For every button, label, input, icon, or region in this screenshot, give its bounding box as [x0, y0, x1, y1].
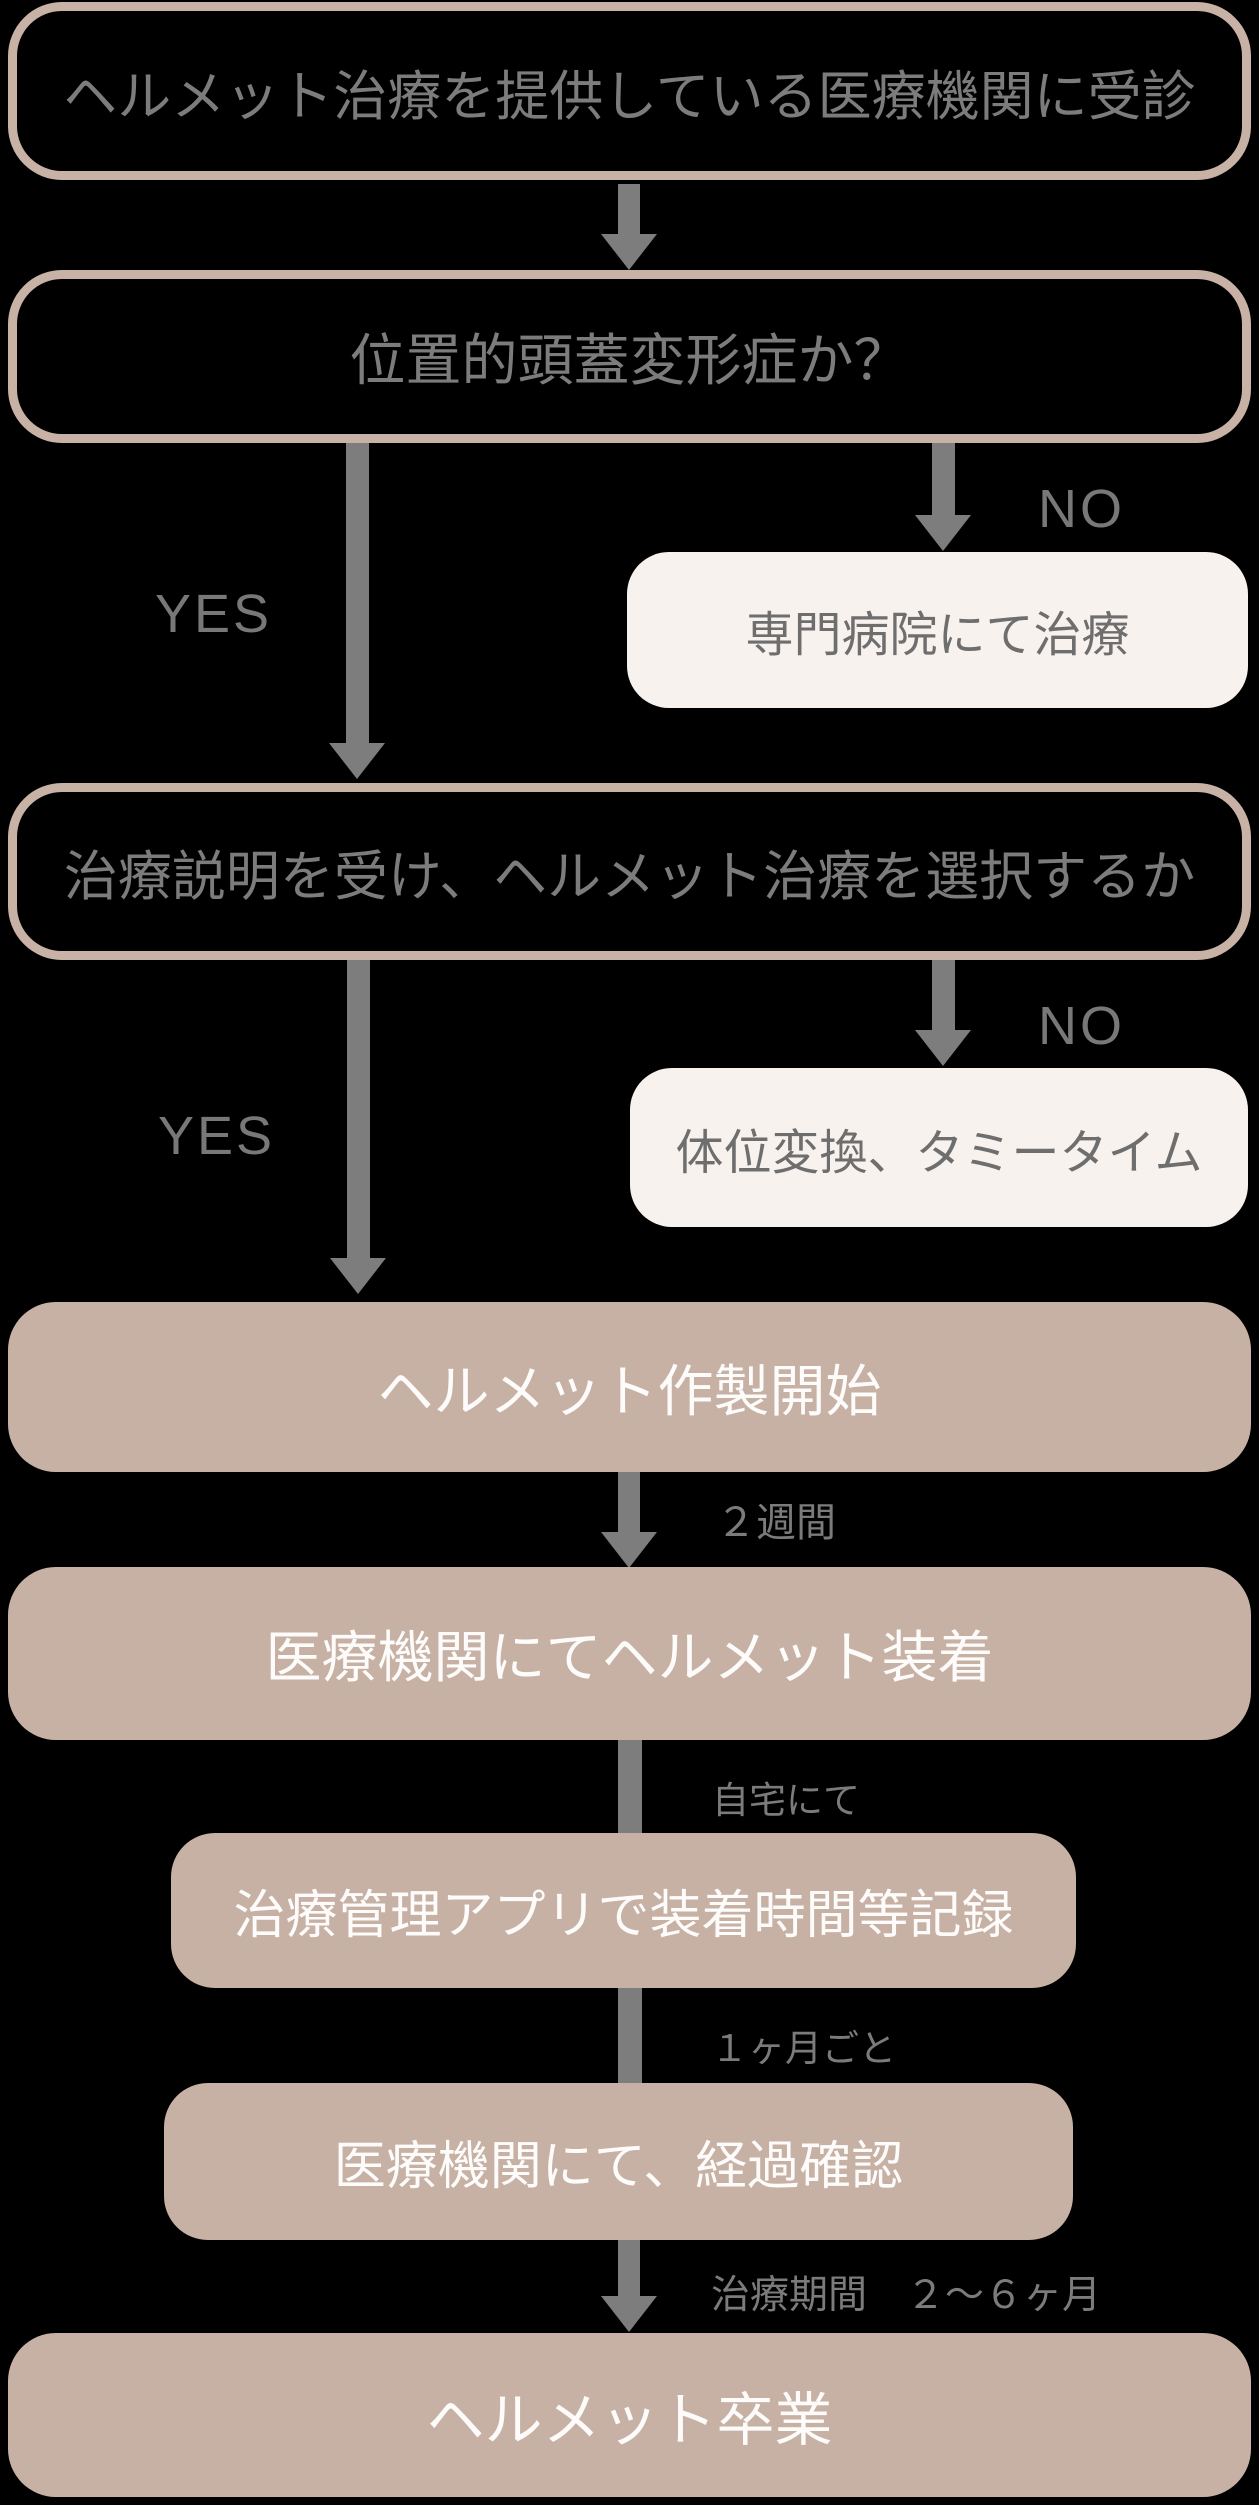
helmet-fitting-box: 医療機関にてヘルメット装着	[8, 1567, 1251, 1740]
progress-check-label: 医療機関にて、経過確認	[333, 2138, 904, 2196]
helmet-graduation-box: ヘルメット卒業	[8, 2333, 1251, 2497]
arrow-yes1-head-icon	[329, 743, 385, 779]
branch2-no-label: NO	[1038, 996, 1125, 1056]
arrow-no2-head-icon	[915, 1030, 971, 1066]
step-visit-clinic-label: ヘルメット治療を提供している医療機関に受診	[63, 66, 1196, 127]
arrow-box4-box5-shaft	[618, 1472, 640, 1532]
app-recording-box: 治療管理アプリで装着時間等記録	[171, 1833, 1076, 1988]
arrow-yes1-shaft	[346, 443, 369, 743]
app-recording-label: 治療管理アプリで装着時間等記録	[233, 1887, 1014, 1945]
helmet-fitting-label: 医療機関にてヘルメット装着	[265, 1626, 994, 1689]
decision-positional-deformity-label: 位置的頭蓋変形症か？	[349, 329, 910, 392]
repositioning-tummytime-box: 体位変換、タミータイム	[630, 1068, 1248, 1227]
arrow-box7-box8-shaft	[618, 2240, 640, 2298]
branch1-yes-label: YES	[155, 584, 273, 644]
helmet-graduation-label: ヘルメット卒業	[426, 2388, 833, 2453]
decision-choose-helmet-box: 治療説明を受け、ヘルメット治療を選択するか	[8, 783, 1251, 960]
repositioning-tummytime-label: 体位変換、タミータイム	[675, 1126, 1203, 1180]
edge-treatment-period-label: 治療期間 ２～６ヶ月	[711, 2274, 1102, 2317]
arrow-yes2-head-icon	[330, 1258, 386, 1294]
helmet-fabrication-box: ヘルメット作製開始	[8, 1302, 1251, 1472]
edge-at-home-label: 自宅にて	[712, 1780, 860, 1821]
arrow-no1-shaft	[932, 443, 955, 515]
arrow-box7-box8-head-icon	[601, 2296, 657, 2332]
arrow-no2-shaft	[932, 960, 955, 1030]
edge-two-weeks-label: ２週間	[716, 1501, 836, 1545]
decision-positional-deformity-box: 位置的頭蓋変形症か？	[8, 270, 1251, 443]
specialist-hospital-box: 専門病院にて治療	[627, 552, 1248, 708]
connector-box6-box7-line	[618, 1988, 642, 2083]
branch2-yes-label: YES	[158, 1106, 276, 1166]
helmet-fabrication-label: ヘルメット作製開始	[377, 1359, 882, 1423]
connector-box5-box6-line	[618, 1740, 642, 1833]
specialist-hospital-label: 専門病院にて治療	[745, 609, 1130, 662]
arrow-yes2-shaft	[347, 960, 370, 1258]
arrow-box1-box2-head-icon	[601, 234, 657, 270]
step-visit-clinic-box: ヘルメット治療を提供している医療機関に受診	[8, 2, 1251, 180]
arrow-no1-head-icon	[915, 515, 971, 551]
decision-choose-helmet-label: 治療説明を受け、ヘルメット治療を選択するか	[63, 847, 1196, 907]
branch1-no-label: NO	[1038, 479, 1125, 539]
arrow-box1-box2-shaft	[618, 184, 640, 236]
edge-monthly-label: １ヶ月ごと	[711, 2028, 896, 2069]
progress-check-box: 医療機関にて、経過確認	[164, 2083, 1073, 2240]
arrow-box4-box5-head-icon	[601, 1532, 657, 1568]
